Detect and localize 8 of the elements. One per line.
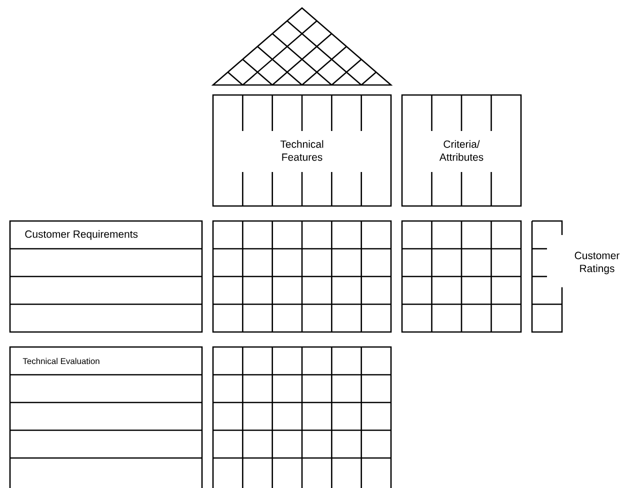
table-box: Technical Evaluation [9, 346, 203, 488]
header-box: Criteria/ Attributes [401, 94, 522, 207]
matrix-grid [212, 220, 392, 333]
matrix-grid [212, 346, 392, 488]
ratings-column: Customer Ratings [531, 220, 620, 333]
matrix-grid [401, 220, 522, 333]
table-box: Customer Requirements [9, 220, 203, 333]
header-box: Technical Features [212, 94, 392, 207]
